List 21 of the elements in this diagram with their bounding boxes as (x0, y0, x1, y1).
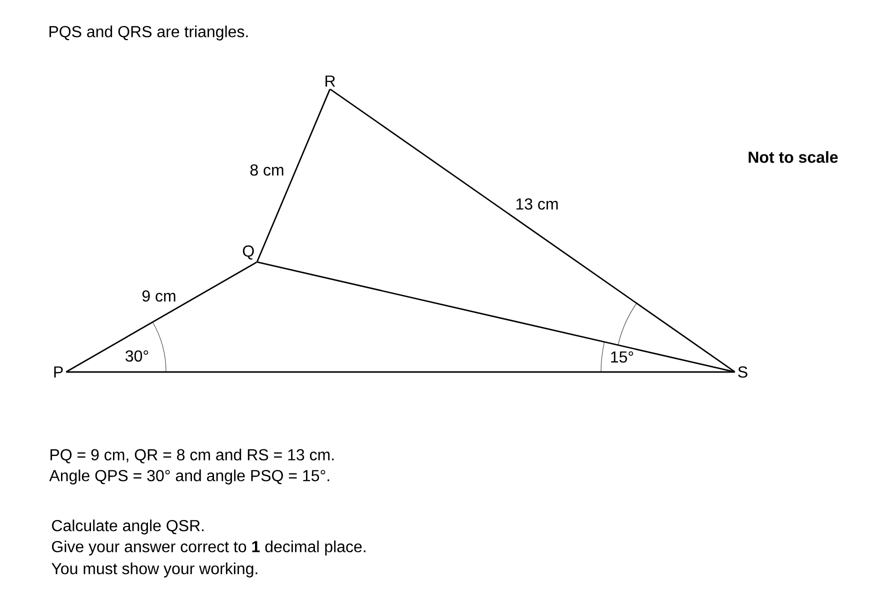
vertex-label: R (326, 76, 336, 87)
triangle-side (66, 371, 735, 373)
triangle-side (257, 261, 735, 373)
note: Not to scale (748, 151, 838, 163)
triangle-side (330, 88, 736, 372)
vertex-label: S (738, 366, 748, 378)
question-text: Give your answer correct to 1 decimal place. (52, 540, 366, 556)
side-length-label: 13 cm (514, 197, 560, 211)
triangle-side (256, 88, 331, 262)
vertex-label: Q (242, 245, 254, 260)
title: PQS and QRS are triangles. (50, 26, 248, 40)
vertex-label: P (54, 366, 63, 378)
question-text: Calculate angle QSR. (52, 520, 204, 534)
question-text: Angle QPS = 30° and angle PSQ = 15°. (49, 470, 330, 484)
triangle-side (66, 262, 258, 372)
side-length-label: 9 cm (140, 289, 178, 303)
angle-label: 15° (611, 351, 634, 363)
angle-label: 30° (126, 350, 148, 362)
side-length-label: 8 cm (248, 163, 286, 177)
question-text: PQ = 9 cm, QR = 8 cm and RS = 13 cm. (50, 448, 334, 464)
question-text: You must show your working. (52, 562, 258, 578)
